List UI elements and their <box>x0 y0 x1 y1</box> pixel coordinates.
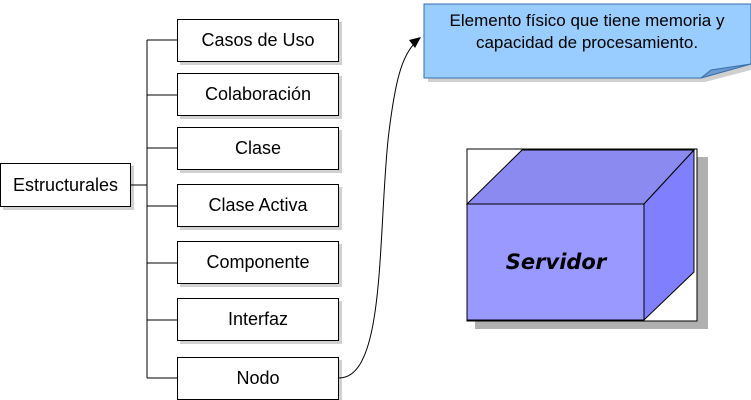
child-label: Clase Activa <box>208 195 308 215</box>
root-node-label: Estructurales <box>12 174 119 195</box>
arrowhead <box>409 37 421 48</box>
child-label: Nodo <box>236 368 280 388</box>
child-box-nodo: Nodo <box>177 357 339 400</box>
child-box-clase-activa: Clase Activa <box>177 184 339 227</box>
node-front-face <box>466 203 645 321</box>
tree-connectors <box>131 39 177 379</box>
child-label: Casos de Uso <box>201 30 315 50</box>
root-node-box: Estructurales <box>0 163 131 207</box>
child-box-colaboracion: Colaboración <box>177 73 339 116</box>
child-label: Componente <box>206 252 310 272</box>
child-box-componente: Componente <box>177 241 339 284</box>
callout-text: Elemento físico que tiene memoria y capa… <box>449 11 725 52</box>
child-label: Interfaz <box>227 309 289 329</box>
child-box-clase: Clase <box>177 127 339 170</box>
child-label: Colaboración <box>204 84 312 104</box>
nodo-callout-arrow <box>338 41 417 379</box>
child-box-casos-de-uso: Casos de Uso <box>177 19 339 62</box>
node-label: Servidor <box>505 250 607 274</box>
child-box-interfaz: Interfaz <box>177 298 339 341</box>
callout-fold <box>700 63 751 79</box>
child-label: Clase <box>234 138 282 158</box>
